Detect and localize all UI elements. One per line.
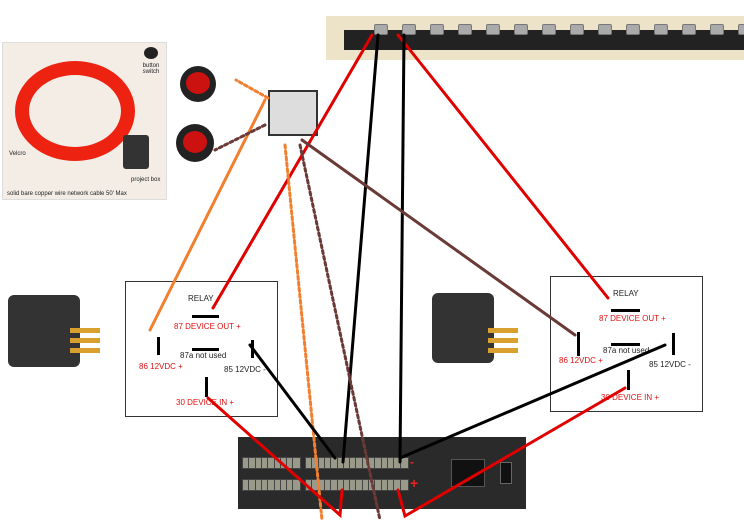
pin-30-label: 30 DEVICE IN + [601, 393, 660, 402]
pin-87-label: 87 DEVICE OUT + [174, 322, 241, 331]
wire-brown-dotted [213, 123, 267, 152]
label-button-switch: button switch [142, 63, 160, 75]
bus-lug [570, 24, 584, 35]
terminal-block: - + [238, 437, 526, 509]
bus-lug [542, 24, 556, 35]
wire-black-right-85-to-block [398, 343, 667, 460]
wire-red-bus-to-left-87 [211, 33, 374, 310]
relay-title: RELAY [188, 294, 214, 303]
wire-red-right-30-to-block [396, 386, 627, 519]
pin-87a-label: 87a not used [180, 351, 227, 360]
button-switch-image [144, 47, 158, 59]
power-switch[interactable] [500, 462, 512, 484]
pin-86-label: 86 12VDC + [139, 362, 183, 371]
relay-photo-right [432, 293, 518, 363]
pin-86-label: 86 12VDC + [559, 356, 603, 365]
pin-85-label: 85 12VDC - [224, 365, 266, 374]
label-project-box: project box [131, 177, 161, 183]
pin-87-label: 87 DEVICE OUT + [599, 314, 666, 323]
bus-lug [654, 24, 668, 35]
push-button-bottom [176, 124, 214, 162]
bus-bar-strip [344, 30, 744, 50]
bus-lug [738, 24, 744, 35]
cable-photo: button switch Velcro project box solid b… [2, 42, 167, 200]
relay-photo-left [8, 295, 100, 367]
wire-black-bus-to-block-2 [398, 33, 406, 464]
wire-orange-dotted-down [283, 143, 324, 522]
push-button-top [180, 66, 216, 102]
wire-brown-to-right-86 [300, 138, 577, 337]
bus-lug [682, 24, 696, 35]
pin-85-label: 85 12VDC - [649, 360, 691, 369]
wire-red-left-30-to-block [206, 396, 344, 519]
label-velcro: Velcro [9, 151, 26, 157]
photo-caption: solid bare copper wire network cable 50'… [7, 191, 127, 197]
pin-87a-label: 87a not used [603, 346, 650, 355]
project-box [123, 135, 149, 169]
relay-title: RELAY [613, 289, 639, 298]
bus-lug [374, 24, 388, 35]
bus-lug [402, 24, 416, 35]
wire-red-bus-to-right-87 [396, 33, 610, 300]
bus-lug [710, 24, 724, 35]
pin-30-label: 30 DEVICE IN + [176, 398, 235, 407]
plus-label: + [410, 475, 419, 491]
bus-bar [326, 16, 744, 60]
wire-black-bus-to-block-1 [341, 33, 380, 464]
bus-lug [458, 24, 472, 35]
wire-orange-to-left-86 [148, 98, 267, 332]
bus-lug [486, 24, 500, 35]
rj45-jack [268, 90, 318, 136]
bus-lug [430, 24, 444, 35]
wire-black-left-85-to-block [248, 343, 337, 460]
screw-terminal [292, 479, 302, 491]
wire-orange-dotted [234, 78, 270, 100]
bus-lug [598, 24, 612, 35]
screw-terminal [292, 457, 302, 469]
bus-lug [626, 24, 640, 35]
relay-diagram-right: RELAY 87 DEVICE OUT + 87a not used 86 12… [550, 276, 703, 412]
minus-label: - [410, 455, 414, 469]
bus-lug [514, 24, 528, 35]
wire-brown-dotted-down [298, 143, 382, 522]
screw-terminal [399, 479, 409, 491]
